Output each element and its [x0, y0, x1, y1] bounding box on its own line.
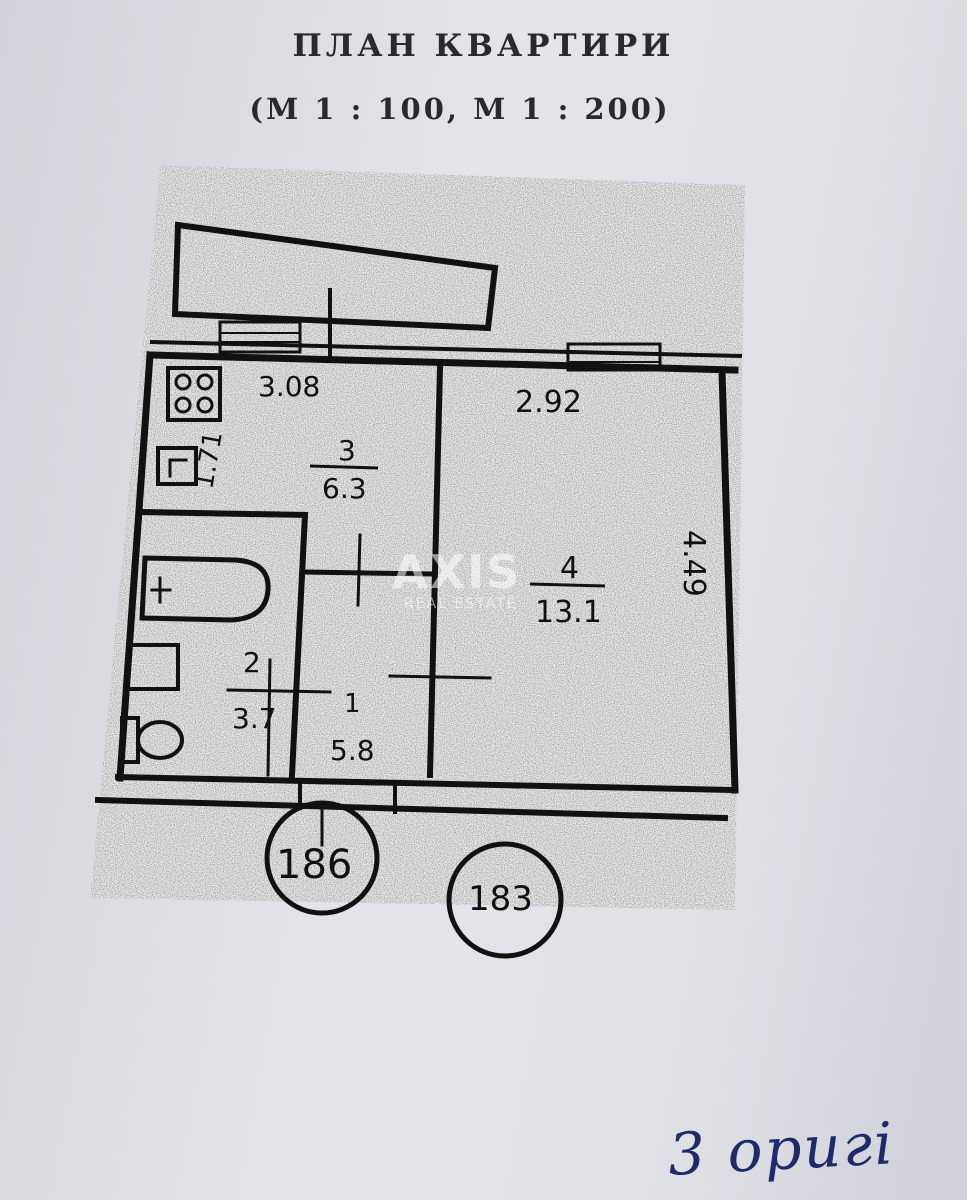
balcony-outline	[171, 221, 499, 332]
washbasin	[126, 643, 180, 691]
room-4-area: 13.1	[535, 595, 602, 630]
kitchen-room-partition	[426, 364, 444, 779]
room-1-area: 5.8	[330, 734, 375, 767]
inner-bottom-wall	[114, 773, 739, 794]
bathtub	[139, 555, 271, 623]
hall-door-vertical	[356, 533, 362, 607]
room-door-mark	[388, 674, 492, 680]
top-wall	[146, 351, 739, 374]
right-wall	[718, 368, 739, 794]
left-wall	[116, 351, 154, 782]
plan-card-grain	[90, 165, 745, 910]
bathroom-right-wall	[288, 511, 309, 779]
toilet-bowl	[136, 720, 184, 760]
room-1-number: 1	[344, 689, 361, 719]
kitchen-window	[218, 320, 302, 354]
outer-bottom-wall	[94, 796, 729, 822]
building-marker-186: 186	[276, 842, 352, 888]
room-window	[566, 342, 662, 372]
kitchen-sink	[156, 446, 198, 486]
room-3-number: 3	[338, 434, 356, 467]
room-2-number: 2	[243, 646, 261, 679]
dim-room-width: 2.92	[515, 385, 582, 420]
room-2-area: 3.7	[232, 702, 277, 735]
document-scale: (М 1 : 100, М 1 : 200)	[249, 92, 671, 126]
dim-room-length: 4.49	[676, 530, 711, 597]
watermark: AXIS	[392, 545, 522, 599]
room-3-area: 6.3	[322, 472, 367, 505]
handwritten-note: 3 оригі	[666, 1109, 897, 1189]
building-marker-183-circle	[446, 841, 564, 959]
stove	[166, 366, 222, 422]
bathroom-top-wall	[138, 508, 309, 519]
room-4-number: 4	[560, 551, 579, 586]
document-title: ПЛАН КВАРТИРИ	[292, 28, 675, 64]
dim-kitchen-width: 3.08	[258, 370, 320, 403]
building-marker-183: 183	[468, 879, 533, 919]
hall-door-horizontal	[302, 569, 435, 577]
watermark-sub: REAL ESTATE	[404, 596, 518, 612]
